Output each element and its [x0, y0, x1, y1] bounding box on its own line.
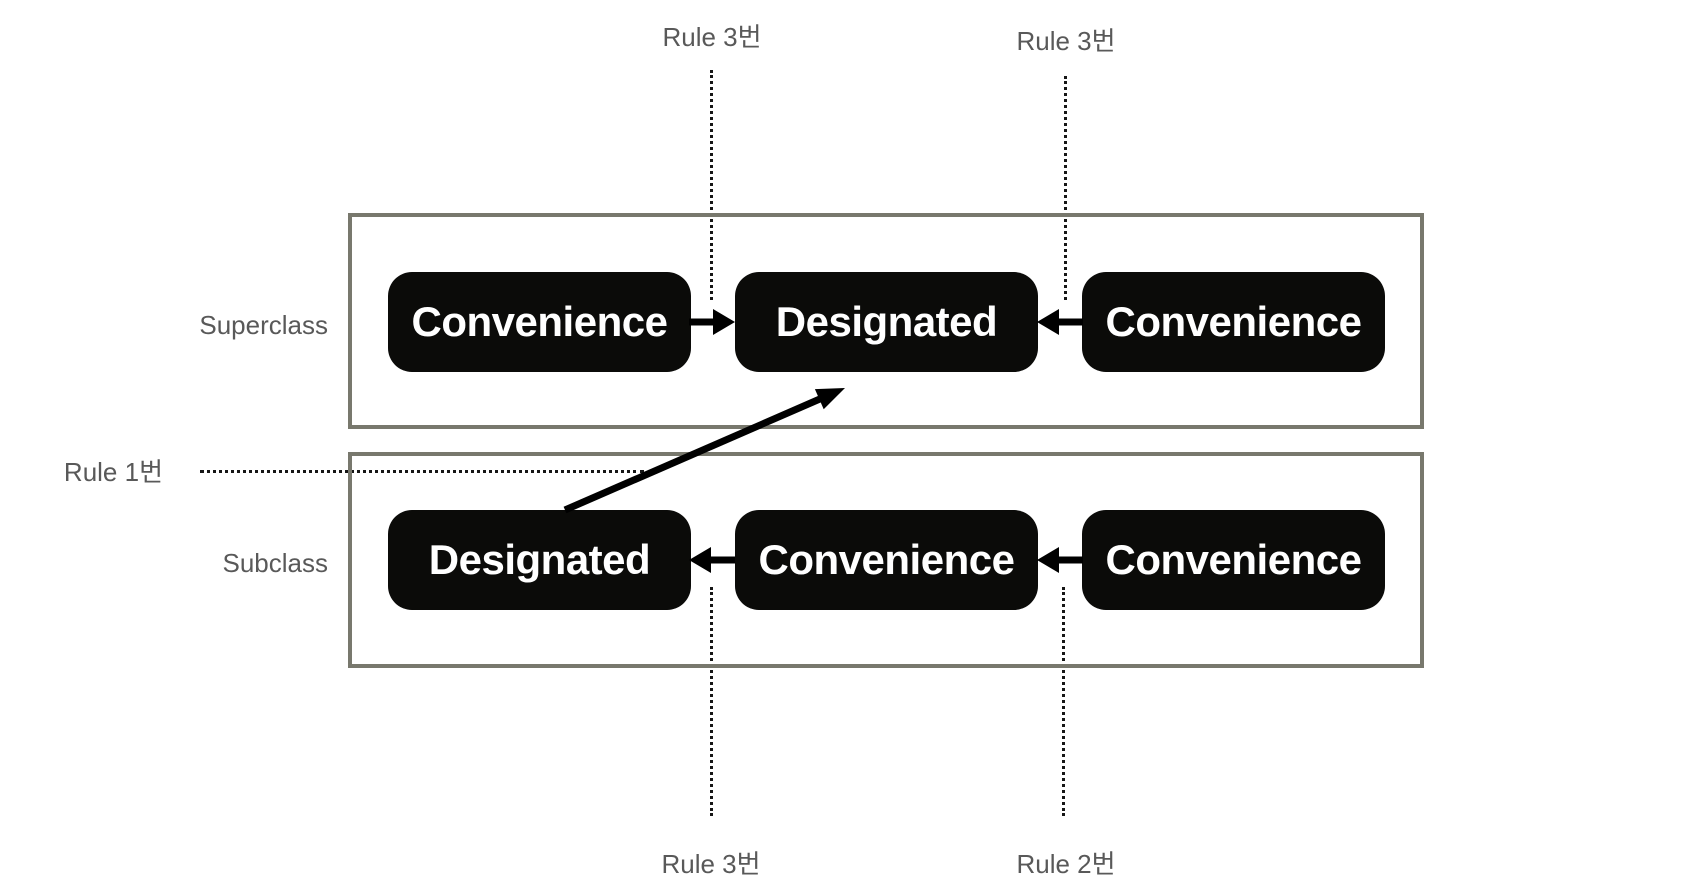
dotted-guide-top-left [710, 70, 713, 300]
arrow-left-icon [1037, 547, 1083, 573]
subclass-convenience-right-node: Convenience [1082, 510, 1385, 610]
subclass-convenience-left-node: Convenience [735, 510, 1038, 610]
dotted-guide-bottom-left [710, 587, 713, 816]
dotted-guide-top-right [1064, 76, 1067, 300]
subclass-designated-node: Designated [388, 510, 691, 610]
superclass-convenience-left-node: Convenience [388, 272, 691, 372]
rule3-label-top-right: Rule 3번 [1016, 26, 1116, 56]
arrow-right-icon [689, 309, 735, 335]
delegation-arrow-up-right-icon [563, 388, 845, 514]
rule2-label-bottom: Rule 2번 [1016, 849, 1116, 879]
dotted-guide-rule1 [200, 470, 644, 473]
arrow-left-icon [689, 547, 735, 573]
rule3-label-bottom: Rule 3번 [661, 849, 761, 879]
superclass-frame [348, 213, 1424, 429]
superclass-convenience-right-node: Convenience [1082, 272, 1385, 372]
dotted-guide-bottom-right [1062, 587, 1065, 816]
superclass-designated-node: Designated [735, 272, 1038, 372]
subclass-frame [348, 452, 1424, 668]
superclass-label: Superclass [199, 310, 328, 340]
rule1-label: Rule 1번 [63, 457, 163, 487]
rule3-label-top-left: Rule 3번 [662, 22, 762, 52]
arrow-left-icon [1037, 309, 1083, 335]
subclass-label: Subclass [222, 548, 329, 578]
